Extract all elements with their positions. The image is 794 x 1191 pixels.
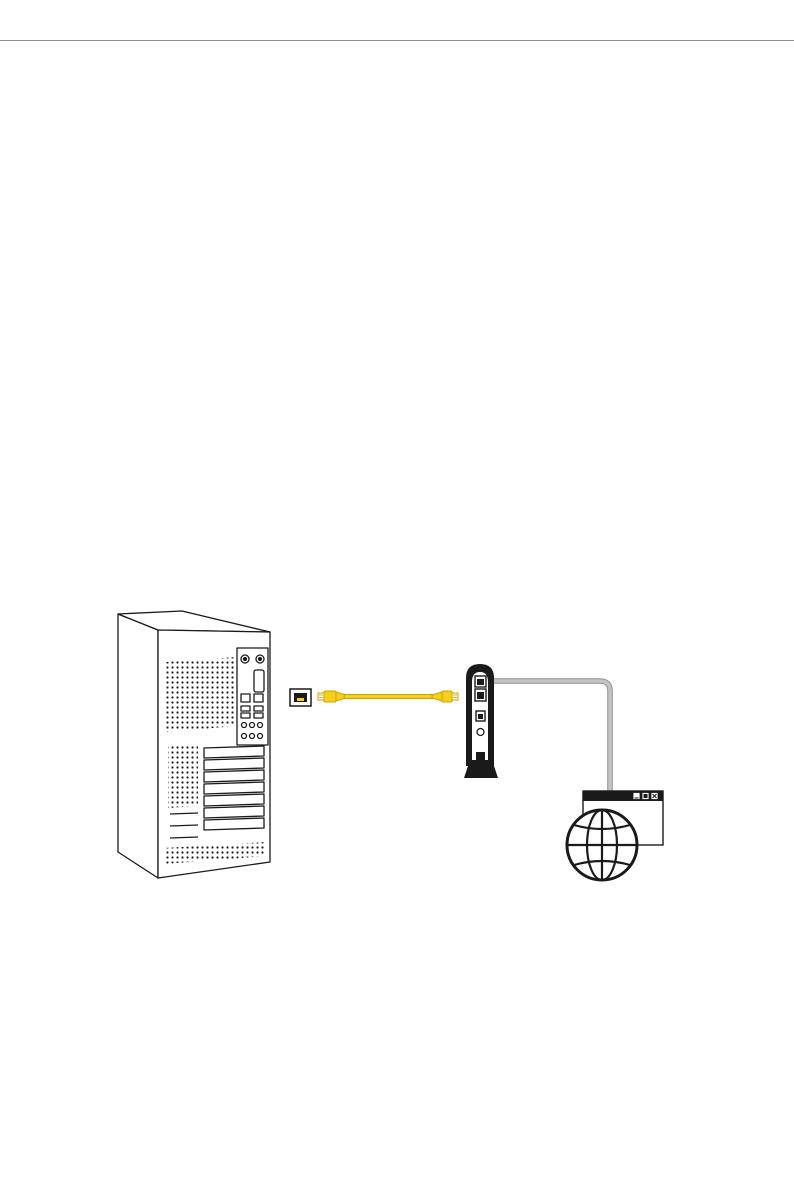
modem-icon (464, 664, 498, 778)
ethernet-cable-icon (318, 691, 458, 702)
globe-browser-icon (567, 791, 663, 880)
wan-cable (487, 681, 610, 792)
rj45-port-icon (290, 689, 311, 706)
desktop-tower-icon (118, 611, 270, 878)
